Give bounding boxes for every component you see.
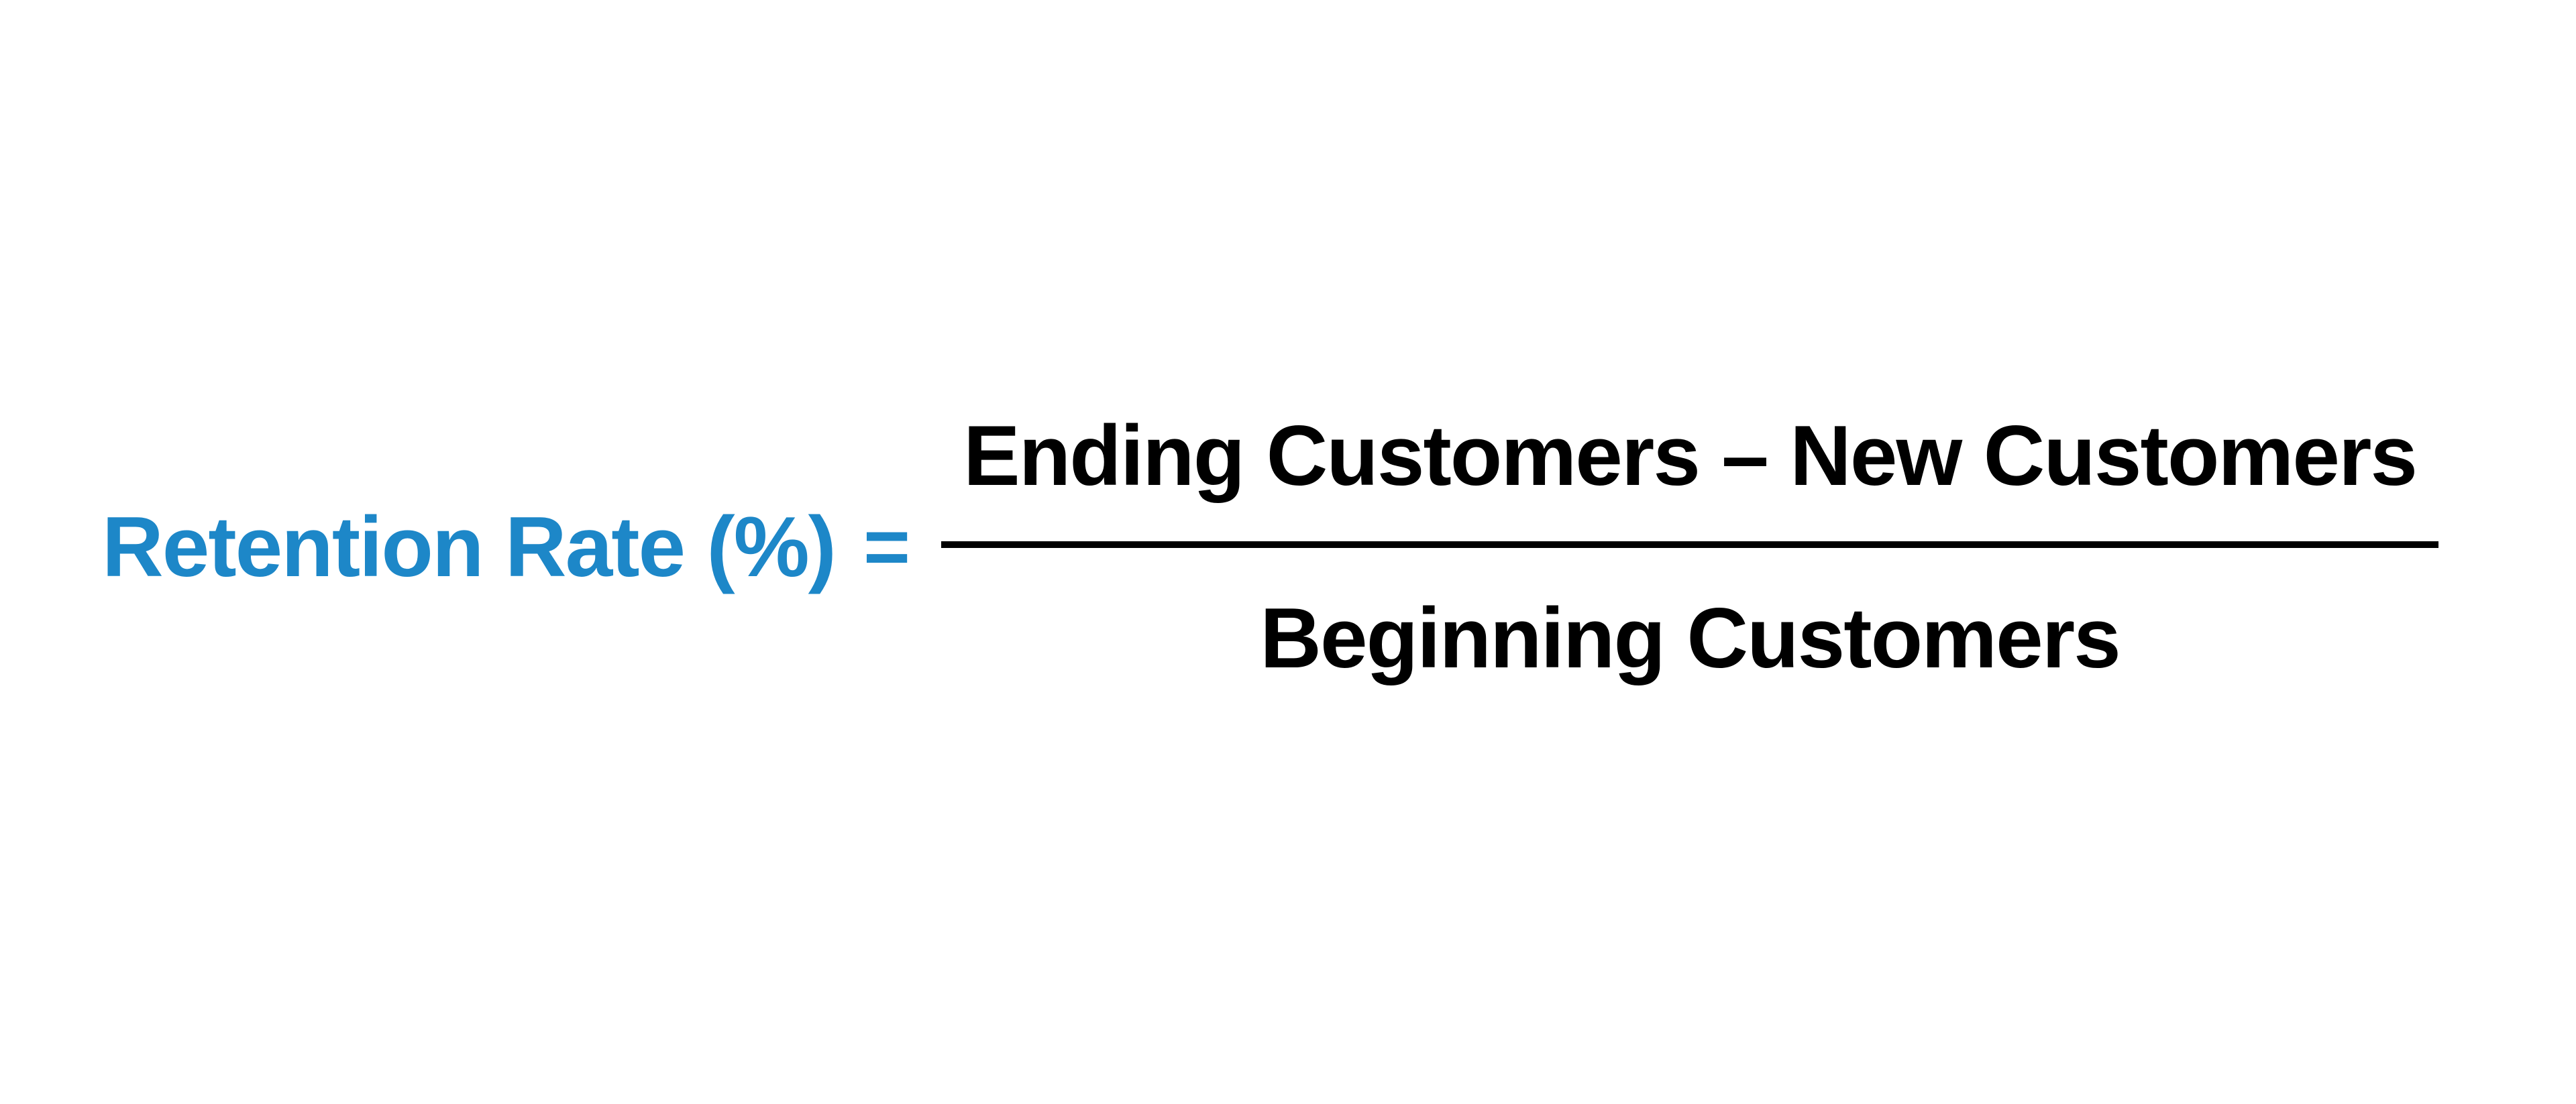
retention-rate-formula: Retention Rate (%) = Ending Customers – …: [102, 0, 2439, 1099]
fraction-bar: [941, 541, 2439, 548]
fraction: Ending Customers – New Customers Beginni…: [941, 404, 2439, 689]
formula-label: Retention Rate (%): [102, 498, 837, 594]
fraction-denominator: Beginning Customers: [1260, 590, 2121, 685]
fraction-numerator: Ending Customers – New Customers: [963, 407, 2418, 503]
equals-sign: =: [863, 502, 910, 592]
